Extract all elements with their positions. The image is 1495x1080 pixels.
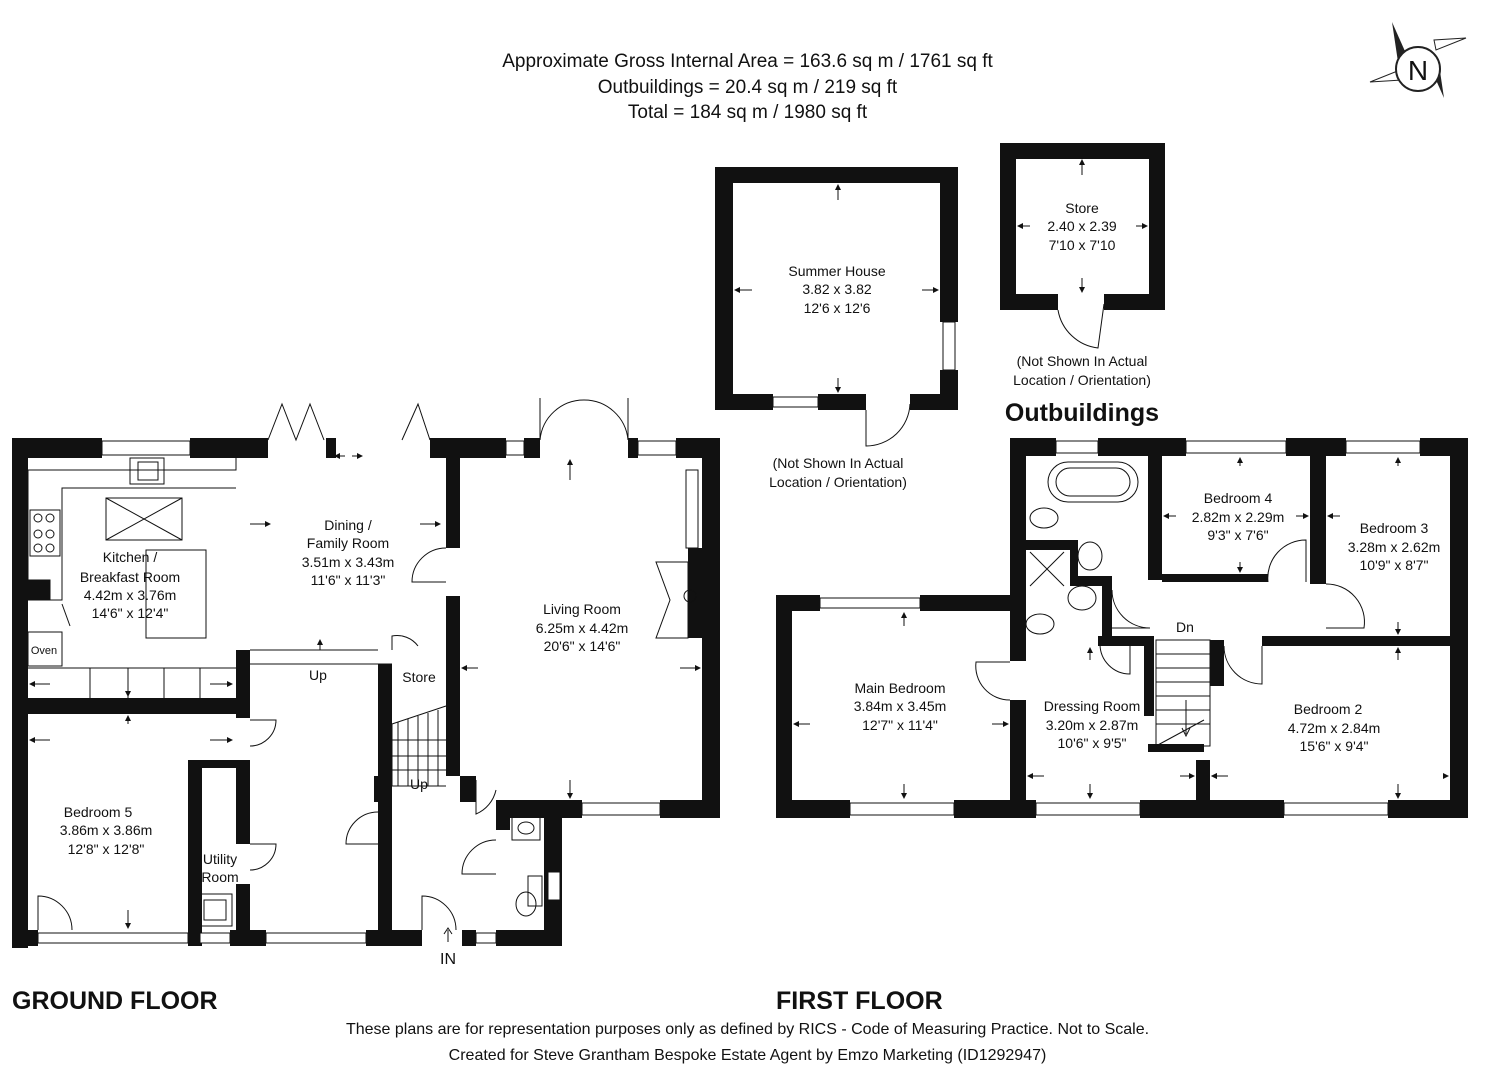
outbuildings-heading: Outbuildings (1005, 399, 1159, 427)
summer-house-metric: 3.82 x 3.82 (802, 281, 871, 297)
store-note-2: Location / Orientation) (1013, 372, 1151, 388)
first-floor-heading: FIRST FLOOR (776, 987, 943, 1015)
kitchen-name-2: Breakfast Room (80, 569, 180, 585)
outbuilding-store-name: Store (1065, 200, 1099, 216)
ground-floor-doors (37, 398, 629, 931)
oven-label: Oven (31, 645, 57, 657)
outbuilding-store-metric: 2.40 x 2.39 (1047, 218, 1116, 234)
ground-floor-fixtures (27, 457, 697, 942)
main-bedroom-metric: 3.84m x 3.45m (854, 698, 947, 714)
summer-house-note-1: (Not Shown In Actual (773, 455, 904, 471)
dressing-room-imperial: 10'6" x 9'5" (1058, 735, 1127, 751)
bedroom2-name: Bedroom 2 (1294, 701, 1363, 717)
bedroom4-name: Bedroom 4 (1204, 490, 1273, 506)
credit-text: Created for Steve Grantham Bespoke Estat… (448, 1047, 1047, 1064)
ground-floor-labels: Kitchen / Breakfast Room 4.42m x 3.76m 1… (31, 517, 628, 968)
first-floor-dimension-arrows (793, 457, 1467, 799)
summer-house-name: Summer House (788, 263, 885, 279)
outbuilding-store: Store 2.40 x 2.39 7'10 x 7'10 (1000, 143, 1165, 349)
utility-name-2: Room (201, 869, 238, 885)
stair-up-label-2: Up (410, 776, 428, 792)
utility-name-1: Utility (203, 851, 237, 867)
living-room-name: Living Room (543, 601, 621, 617)
bedroom5-imperial: 12'8" x 12'8" (68, 841, 145, 857)
outbuilding-store-imperial: 7'10 x 7'10 (1049, 237, 1116, 253)
total-area-text: Total = 184 sq m / 1980 sq ft (627, 102, 868, 123)
outbuildings-area-text: Outbuildings = 20.4 sq m / 219 sq ft (597, 77, 898, 98)
gross-area-text: Approximate Gross Internal Area = 163.6 … (502, 51, 993, 72)
entrance-label: IN (440, 951, 456, 968)
main-bedroom-name: Main Bedroom (854, 680, 945, 696)
bedroom3-metric: 3.28m x 2.62m (1348, 539, 1441, 555)
bedroom4-imperial: 9'3" x 7'6" (1207, 527, 1268, 543)
dining-metric: 3.51m x 3.43m (302, 554, 395, 570)
dressing-room-metric: 3.20m x 2.87m (1046, 717, 1139, 733)
ground-floor-dimension-arrows (29, 453, 701, 929)
bedroom5-name: Bedroom 5 (64, 804, 133, 820)
kitchen-imperial: 14'6" x 12'4" (92, 605, 169, 621)
compass-letter: N (1408, 55, 1428, 86)
bedroom2-imperial: 15'6" x 9'4" (1300, 738, 1369, 754)
bedroom3-imperial: 10'9" x 8'7" (1360, 557, 1429, 573)
main-bedroom-imperial: 12'7" x 11'4" (862, 717, 938, 733)
first-floor-fixtures (1025, 461, 1211, 747)
living-room-imperial: 20'6" x 14'6" (544, 638, 621, 654)
bedroom2-metric: 4.72m x 2.84m (1288, 720, 1381, 736)
first-floor-walls (776, 438, 1468, 818)
first-floor-doors (975, 539, 1365, 701)
dining-name-1: Dining / (324, 517, 372, 533)
disclaimer-text: These plans are for representation purpo… (345, 1021, 1150, 1038)
store-name: Store (402, 669, 436, 685)
first-floor-windows (819, 440, 1421, 816)
first-floor-labels: Main Bedroom 3.84m x 3.45m 12'7" x 11'4"… (854, 490, 1441, 754)
summer-house-note-2: Location / Orientation) (769, 474, 907, 490)
ground-floor-walls (12, 438, 720, 948)
north-compass-icon: N (1369, 22, 1467, 98)
kitchen-metric: 4.42m x 3.76m (84, 587, 177, 603)
dining-imperial: 11'6" x 11'3" (311, 572, 386, 588)
bedroom4-metric: 2.82m x 2.29m (1192, 509, 1285, 525)
bedroom5-metric: 3.86m x 3.86m (60, 822, 153, 838)
store-note-1: (Not Shown In Actual (1017, 353, 1148, 369)
ground-floor-windows (37, 440, 699, 944)
stair-down-label: Dn (1176, 619, 1194, 635)
living-room-metric: 6.25m x 4.42m (536, 620, 629, 636)
kitchen-name-1: Kitchen / (103, 549, 158, 565)
summer-house-imperial: 12'6 x 12'6 (804, 300, 871, 316)
bedroom3-name: Bedroom 3 (1360, 520, 1429, 536)
summer-house: Summer House 3.82 x 3.82 12'6 x 12'6 (715, 167, 958, 447)
stair-up-label-1: Up (309, 667, 327, 683)
ground-floor-heading: GROUND FLOOR (12, 987, 218, 1015)
dining-name-2: Family Room (307, 535, 389, 551)
dressing-room-name: Dressing Room (1044, 698, 1140, 714)
